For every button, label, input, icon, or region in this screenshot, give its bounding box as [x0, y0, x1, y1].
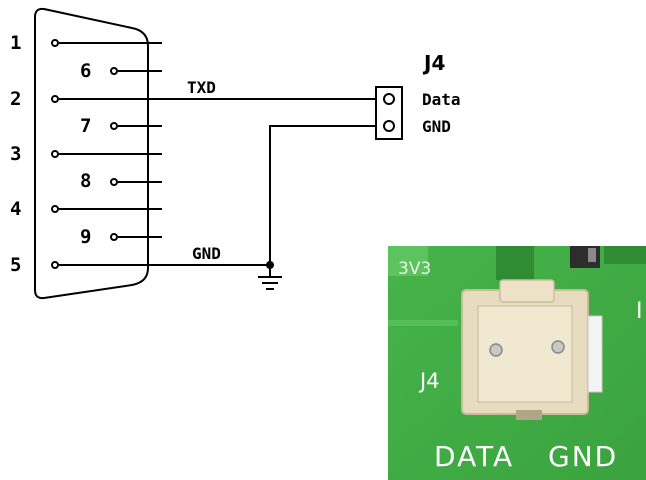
- db9-pin-leads: [51, 39, 162, 269]
- j4-pin-data: [383, 93, 395, 105]
- db9-pin-8-label: 8: [80, 170, 91, 192]
- db9-pin-5-label: 5: [10, 254, 21, 276]
- header-pin-data: [489, 343, 503, 357]
- silk-edge-label: I: [636, 299, 643, 324]
- silk-data-label: DATA: [434, 440, 514, 473]
- gnd-wire-j4: [269, 125, 376, 265]
- gnd-net-label: GND: [192, 244, 221, 263]
- j4-pin-gnd: [383, 120, 395, 132]
- db9-pin-4-label: 4: [10, 198, 21, 220]
- silk-3v3-label: 3V3: [398, 259, 431, 279]
- header-pin-gnd: [551, 340, 565, 354]
- ground-symbol-icon: [258, 265, 282, 290]
- db9-pin-9-label: 9: [80, 226, 91, 248]
- j4-pin-data-label: Data: [422, 90, 461, 109]
- db9-pin-2-label: 2: [10, 88, 21, 110]
- db9-pin-3-label: 3: [10, 143, 21, 165]
- db9-pin-7-label: 7: [80, 115, 91, 137]
- txd-net-label: TXD: [187, 78, 216, 97]
- silk-gnd-label: GND: [548, 440, 618, 473]
- silk-j4-label: J4: [418, 369, 440, 393]
- j4-pin-gnd-label: GND: [422, 117, 451, 136]
- j4-ref-label: J4: [422, 51, 445, 75]
- board-photo: 3V3 J4 DATA GND I: [388, 246, 646, 480]
- db9-pin-1-label: 1: [10, 32, 21, 54]
- db9-pin-6-label: 6: [80, 60, 91, 82]
